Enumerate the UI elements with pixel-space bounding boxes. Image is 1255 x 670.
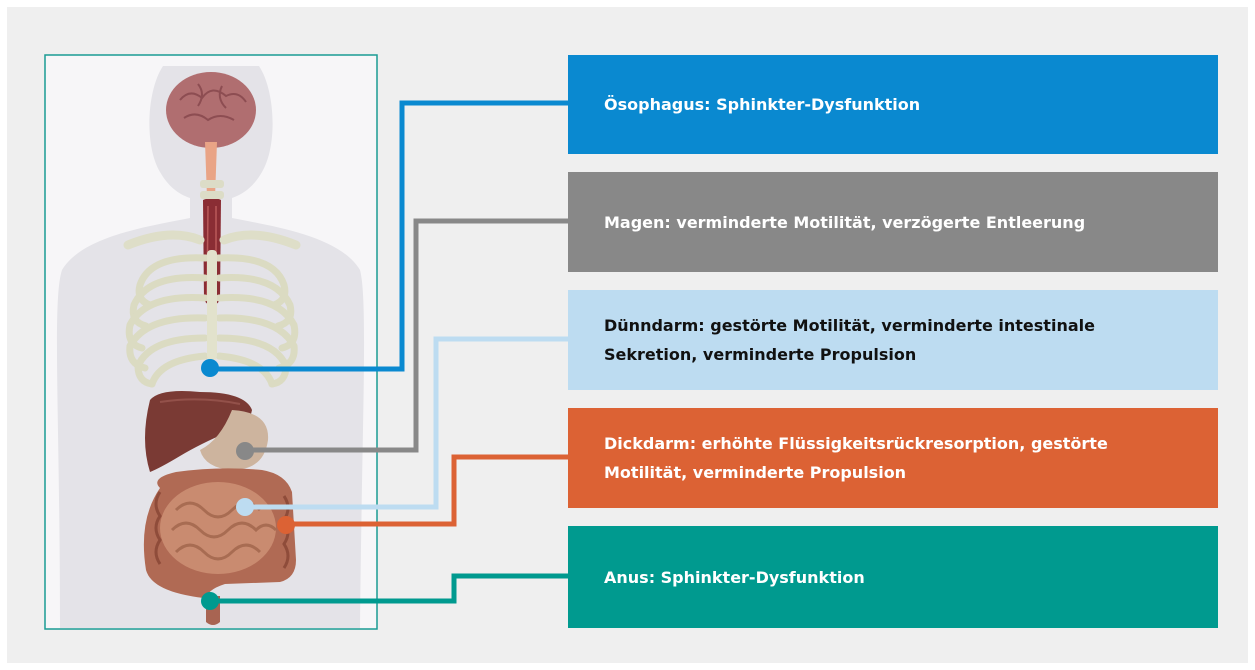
- connector-small-intestine: [244, 336, 568, 510]
- label-stomach-text: Magen: verminderte Motilität, verzögerte…: [604, 212, 1086, 232]
- small-intestine: [160, 482, 278, 574]
- liver: [145, 391, 252, 472]
- label-esophagus-text: Ösophagus: Sphinkter-Dysfunktion: [604, 95, 921, 114]
- marker-stomach: [236, 442, 254, 460]
- rib-cage: [125, 254, 299, 388]
- connector-anus: [210, 573, 568, 604]
- label-anus-text: Anus: Sphinkter-Dysfunktion: [604, 567, 865, 587]
- connector-colon: [286, 454, 568, 527]
- label-small-intestine-text: Dünndarm: gestörte Motilität, vermindert…: [604, 316, 1095, 364]
- label-stomach: Magen: verminderte Motilität, verzögerte…: [568, 172, 1218, 272]
- connector-stomach: [245, 218, 568, 453]
- marker-esophagus: [201, 359, 219, 377]
- label-small-intestine: Dünndarm: gestörte Motilität, vermindert…: [568, 290, 1218, 390]
- esophagus: [205, 142, 217, 236]
- label-colon-text: Dickdarm: erhöhte Flüssigkeitsrückresorp…: [604, 434, 1108, 482]
- marker-small-intestine: [236, 498, 254, 516]
- label-colon: Dickdarm: erhöhte Flüssigkeitsrückresorp…: [568, 408, 1218, 508]
- brain: [166, 72, 256, 148]
- connector-esophagus: [212, 100, 568, 372]
- marker-colon: [277, 516, 295, 534]
- anatomy-illustration: [56, 66, 365, 628]
- marker-anus: [201, 592, 219, 610]
- label-anus: Anus: Sphinkter-Dysfunktion: [568, 526, 1218, 628]
- label-esophagus: Ösophagus: Sphinkter-Dysfunktion: [568, 55, 1218, 154]
